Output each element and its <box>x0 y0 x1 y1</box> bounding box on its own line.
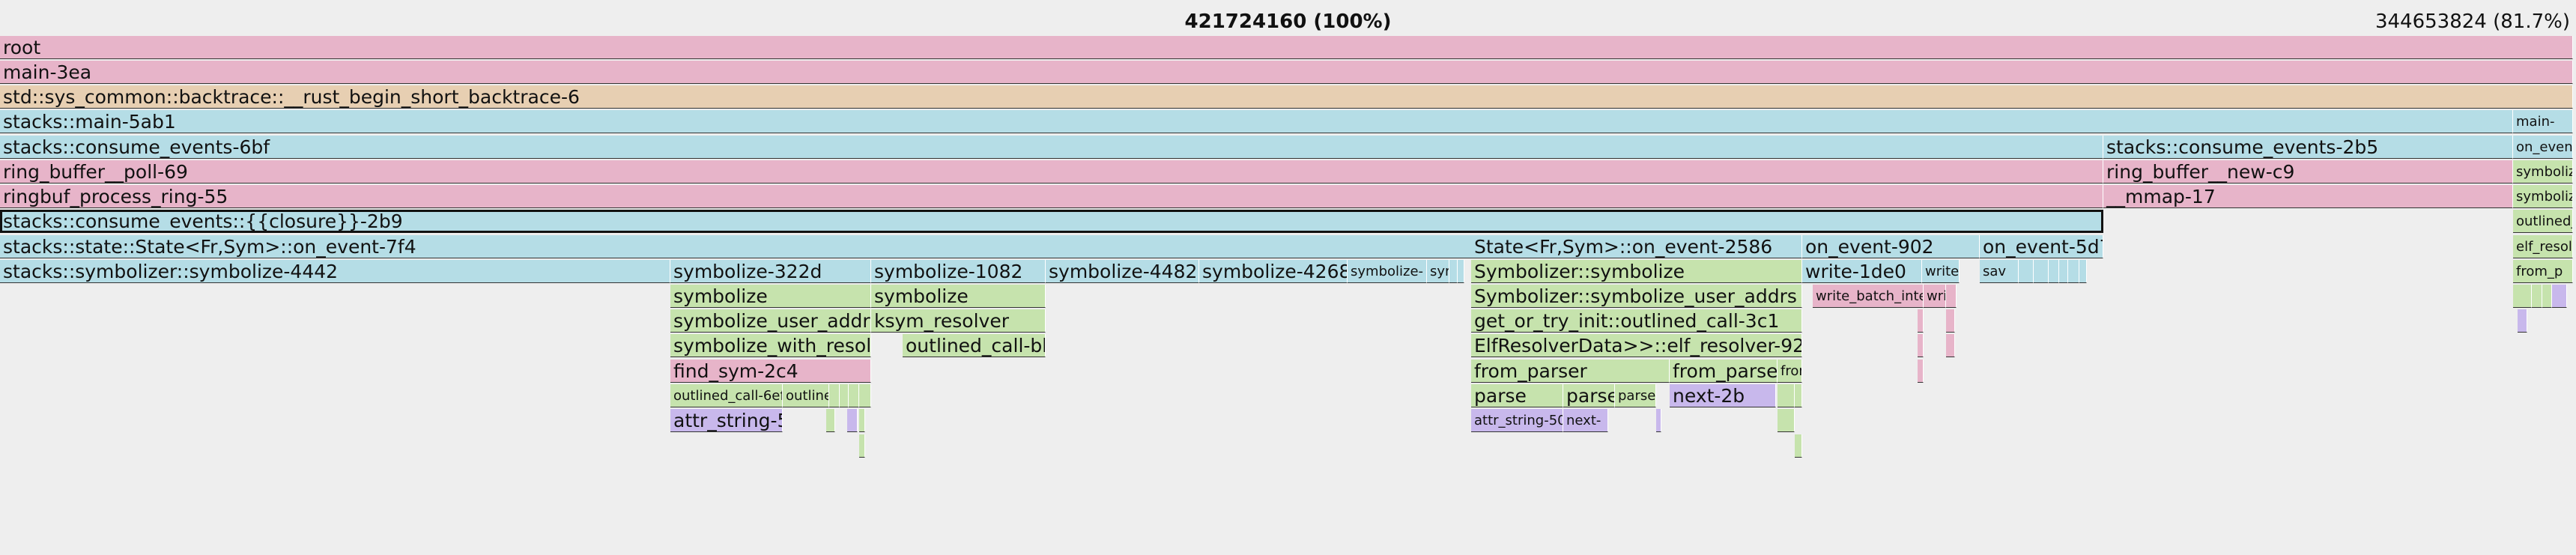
flame-frame[interactable] <box>2068 260 2079 283</box>
flame-frame[interactable] <box>2049 260 2059 283</box>
flame-frame[interactable]: ringbuf_process_ring-55 <box>0 185 2103 208</box>
flame-frame[interactable]: __mmap-17 <box>2103 185 2513 208</box>
flame-frame[interactable] <box>1795 384 1802 407</box>
flame-frame[interactable]: State<Fr,Sym>::on_event-2586 <box>1471 235 1802 258</box>
flame-frame[interactable]: parse <box>1615 384 1656 407</box>
flame-frame[interactable]: symbolize-322d <box>670 260 871 283</box>
flame-frame[interactable]: stacks::consume_events::{{closure}}-2b9 <box>0 210 2103 233</box>
flame-frame[interactable]: next- <box>1563 409 1608 432</box>
flame-frame[interactable] <box>1458 260 1464 283</box>
flame-frame[interactable]: Symbolizer::symbolize <box>1471 260 1802 283</box>
flame-frame[interactable] <box>2079 260 2087 283</box>
flame-frame[interactable]: symbolize-4482 <box>1046 260 1199 283</box>
flame-frame[interactable]: outlined_call-bb7 <box>903 334 1046 357</box>
flame-frame[interactable]: parse <box>1471 384 1563 407</box>
flame-frame[interactable]: stacks::main-5ab1 <box>0 110 2513 133</box>
flame-frame[interactable]: from_p <box>2513 260 2573 283</box>
flame-frame[interactable]: outlined_ <box>2513 210 2573 233</box>
flame-frame[interactable] <box>1946 285 1957 308</box>
flame-frame[interactable]: symbolize <box>2513 185 2573 208</box>
flame-frame[interactable]: symbolize-1082 <box>871 260 1046 283</box>
flame-frame[interactable]: symbolize_with_resolver <box>670 334 871 357</box>
flame-frame[interactable]: on_event-5d7 <box>1980 235 2103 258</box>
flame-frame[interactable] <box>1918 360 1924 383</box>
flame-frame[interactable] <box>840 384 849 407</box>
selected-samples-label: 344653824 (81.7%) <box>2375 10 2570 33</box>
flame-frame[interactable]: root <box>0 36 2573 59</box>
flame-frame[interactable]: symbolize <box>2513 160 2573 184</box>
flame-frame[interactable]: write_batch_inte <box>1813 285 1924 308</box>
flame-frame[interactable] <box>849 384 859 407</box>
flame-frame[interactable]: stacks::consume_events-2b5 <box>2103 136 2513 159</box>
flame-frame[interactable] <box>859 434 865 458</box>
flame-frame[interactable]: from_parser <box>1471 360 1670 383</box>
flame-frame[interactable] <box>1918 309 1924 333</box>
flame-frame[interactable] <box>1795 434 1802 458</box>
flame-frame[interactable] <box>2059 260 2068 283</box>
flame-frame[interactable]: find_sym-2c4 <box>670 360 871 383</box>
flame-frame[interactable] <box>2518 309 2527 333</box>
flame-frame[interactable] <box>1778 384 1795 407</box>
flame-frame[interactable]: outlined_call-6ef <box>670 384 783 407</box>
flame-frame[interactable]: ring_buffer__new-c9 <box>2103 160 2513 184</box>
flame-frame[interactable]: symbolize- <box>1348 260 1427 283</box>
flame-frame[interactable]: parse <box>1563 384 1615 407</box>
flame-frame[interactable]: std::sys_common::backtrace::__rust_begin… <box>0 85 2573 109</box>
flame-frame[interactable]: Symbolizer::symbolize_user_addrs <box>1471 285 1802 308</box>
flame-frame[interactable] <box>829 384 840 407</box>
flame-frame[interactable] <box>1946 309 1955 333</box>
flame-frame[interactable] <box>2019 260 2034 283</box>
flame-frame[interactable]: ring_buffer__poll-69 <box>0 160 2103 184</box>
flame-frame[interactable]: next-2b <box>1670 384 1776 407</box>
flame-frame[interactable]: outlined <box>783 384 829 407</box>
flame-frame[interactable]: attr_string-50 <box>670 409 783 432</box>
flame-frame[interactable]: symbolize-4268 <box>1199 260 1348 283</box>
flame-frame[interactable]: from_parser <box>1670 360 1778 383</box>
flame-frame[interactable]: symbolize <box>871 285 1046 308</box>
flame-frame[interactable]: stacks::symbolizer::symbolize-4442 <box>0 260 670 283</box>
flame-frame[interactable] <box>826 409 835 432</box>
flame-frame[interactable]: syr <box>1427 260 1449 283</box>
flame-frame[interactable]: attr_string-50 <box>1471 409 1563 432</box>
flame-frame[interactable]: symbolize_user_addrs <box>670 309 871 333</box>
flame-frame[interactable]: symbolize <box>670 285 871 308</box>
flame-frame[interactable] <box>2552 285 2567 308</box>
flame-frame[interactable] <box>1656 409 1661 432</box>
flame-frame[interactable]: stacks::consume_events-6bf <box>0 136 2103 159</box>
flame-frame[interactable]: on_event <box>2513 136 2573 159</box>
flame-frame[interactable] <box>2532 285 2542 308</box>
flame-frame[interactable] <box>1918 334 1924 357</box>
flame-frame[interactable] <box>1449 260 1458 283</box>
total-samples-label: 421724160 (100%) <box>1184 10 1392 33</box>
flame-frame[interactable] <box>2542 285 2552 308</box>
flame-frame[interactable] <box>2034 260 2049 283</box>
flame-frame[interactable]: ksym_resolver <box>871 309 1046 333</box>
flame-frame[interactable]: main-3ea <box>0 61 2573 84</box>
flame-frame[interactable]: write-1de0 <box>1802 260 1922 283</box>
flame-frame[interactable] <box>1778 409 1795 432</box>
flame-frame[interactable] <box>859 409 865 432</box>
flame-frame[interactable] <box>2513 285 2532 308</box>
flame-frame[interactable]: ElfResolverData>>::elf_resolver-925 <box>1471 334 1802 357</box>
flame-frame[interactable] <box>1946 334 1955 357</box>
flame-frame[interactable] <box>859 384 871 407</box>
flame-frame[interactable]: get_or_try_init::outlined_call-3c1 <box>1471 309 1802 333</box>
flame-frame[interactable]: main- <box>2513 110 2573 133</box>
flame-frame[interactable] <box>847 409 858 432</box>
flame-frame[interactable]: sav <box>1980 260 2019 283</box>
flame-frame[interactable]: on_event-902 <box>1802 235 1980 258</box>
flame-frame[interactable]: wri <box>1924 285 1946 308</box>
flame-frame[interactable]: elf_resolv <box>2513 235 2573 258</box>
flame-frame[interactable]: write- <box>1922 260 1960 283</box>
flame-frame[interactable]: from <box>1778 360 1802 383</box>
